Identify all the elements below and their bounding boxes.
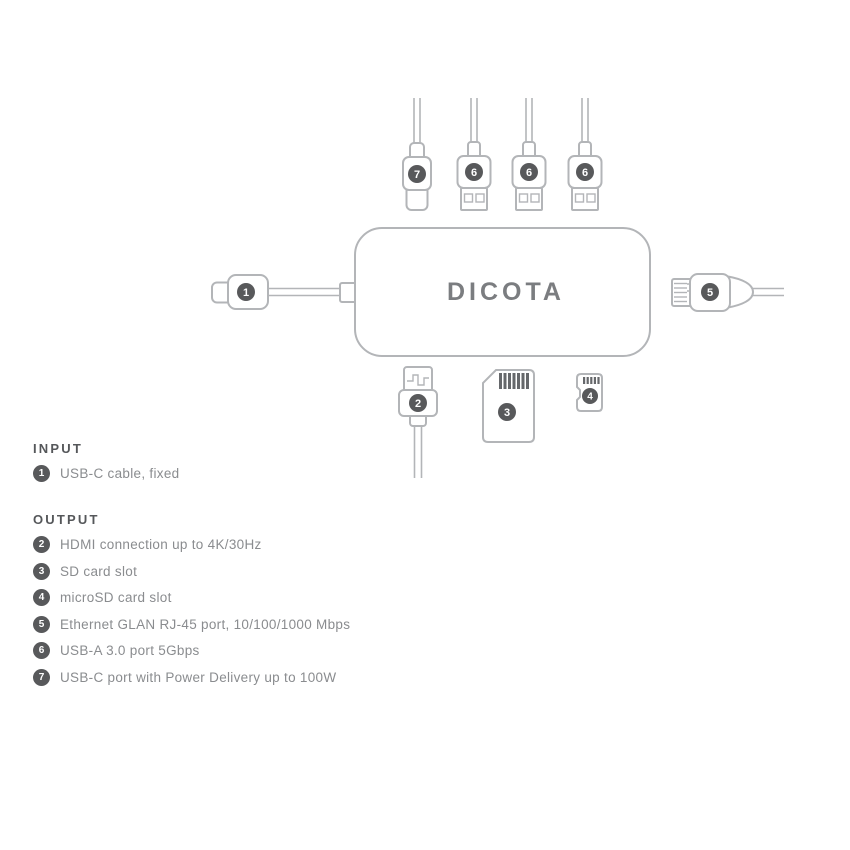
legend-badge-7: 7 (33, 668, 50, 686)
legend-item-1: 1 USB-C cable, fixed (33, 465, 179, 482)
port-6b-badge (520, 163, 538, 181)
legend-item-2: 2 HDMI connection up to 4K/30Hz (33, 536, 350, 553)
usb-c-power-connector: 7 (402, 98, 432, 211)
port-7-badge (408, 165, 426, 183)
port-6a-badge (465, 163, 483, 181)
legend-item-7: 7 USB-C port with Power Delivery up to 1… (33, 668, 350, 686)
legend-item-6: 6 USB-A 3.0 port 5Gbps (33, 642, 350, 659)
input-legend-list: 1 USB-C cable, fixed (33, 465, 179, 492)
legend-label-6: USB-A 3.0 port 5Gbps (60, 643, 200, 658)
legend-item-5: 5 Ethernet GLAN RJ-45 port, 10/100/1000 … (33, 615, 351, 633)
usb-c-fixed-cable-connector: 1 (211, 274, 358, 310)
brand-logo: DICOTA (447, 278, 565, 306)
legend-badge-3: 3 (33, 562, 50, 580)
input-heading: INPUT (33, 441, 83, 456)
legend-label-5: Ethernet GLAN RJ-45 port, 10/100/1000 Mb… (60, 616, 351, 632)
output-heading: OUTPUT (33, 512, 100, 527)
port-3-badge (498, 403, 516, 421)
port-6c-badge (576, 163, 594, 181)
legend-badge-5: 5 (33, 615, 50, 633)
legend-badge-1: 1 (33, 465, 50, 482)
legend-item-3: 3 SD card slot (33, 562, 350, 580)
legend-label-1: USB-C cable, fixed (60, 466, 180, 481)
usb-a-connector-3: 6 (567, 98, 603, 211)
port-6c-number: 6 (582, 167, 588, 179)
port-5-number: 5 (707, 287, 713, 299)
port-7-number: 7 (414, 169, 420, 181)
port-2-number: 2 (415, 398, 421, 410)
legend-badge-4: 4 (33, 589, 50, 606)
port-1-badge (237, 283, 255, 301)
port-3-number: 3 (504, 407, 510, 419)
legend-label-2: HDMI connection up to 4K/30Hz (60, 537, 262, 552)
microsd-card: 4 (576, 373, 603, 412)
port-4-badge (582, 388, 598, 404)
output-legend-list: 2 HDMI connection up to 4K/30Hz 3 SD car… (33, 536, 350, 695)
usb-a-connector-1: 6 (456, 98, 492, 211)
usb-a-connector-2: 6 (511, 98, 547, 211)
port-1-number: 1 (243, 287, 249, 299)
legend-label-4: microSD card slot (60, 590, 172, 605)
hdmi-connector: 2 (398, 366, 438, 478)
legend-label-7: USB-C port with Power Delivery up to 100… (60, 669, 337, 685)
legend-item-4: 4 microSD card slot (33, 589, 350, 606)
legend-badge-2: 2 (33, 536, 50, 553)
port-4-number: 4 (587, 392, 593, 403)
hub-diagram: 7 6 6 (211, 98, 784, 478)
legend-badge-6: 6 (33, 642, 50, 659)
sd-card: 3 (482, 369, 535, 443)
port-6a-number: 6 (471, 167, 477, 179)
port-6b-number: 6 (526, 167, 532, 179)
ethernet-rj45-connector: 5 (671, 273, 784, 312)
hub-body: DICOTA (354, 227, 651, 357)
legend-label-3: SD card slot (60, 563, 138, 579)
port-2-badge (409, 394, 427, 412)
port-5-badge (701, 283, 719, 301)
